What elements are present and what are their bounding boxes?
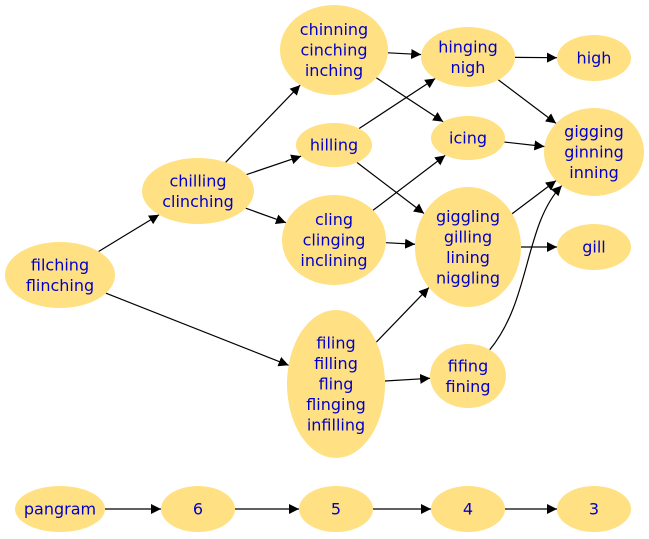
node-pangram: pangram [15, 486, 105, 532]
node-label: fining [446, 377, 491, 396]
node-hinging: hinging nigh [421, 27, 515, 87]
node-label: niggling [436, 268, 500, 287]
node-label: flinging [306, 395, 366, 414]
node-ellipse [557, 224, 631, 270]
node-filching: filching flinching [5, 242, 115, 308]
node-label: clinching [162, 192, 234, 211]
node-ellipse [557, 486, 631, 532]
node-label: cinching [300, 41, 367, 60]
node-ellipse [430, 344, 506, 408]
node-label: pangram [24, 500, 96, 519]
node-label: filching [31, 255, 89, 274]
node-label: giggling [436, 207, 500, 226]
edge-giggling-to-gigging [511, 180, 557, 215]
node-ellipse [142, 158, 254, 224]
node-n3: 3 [557, 486, 631, 532]
node-ellipse [5, 242, 115, 308]
edge-hilling-to-giggling [356, 162, 425, 214]
edge-chinning-to-hinging [387, 49, 422, 60]
node-ellipse [282, 195, 386, 285]
node-label: cling [315, 210, 353, 229]
node-label: inching [305, 61, 363, 80]
node-ellipse [15, 486, 105, 532]
node-label: infilling [307, 416, 365, 435]
node-ellipse [431, 486, 505, 532]
node-icing: icing [431, 116, 505, 160]
edge-icing-to-gigging [504, 140, 545, 151]
edge-filching-to-chilling [98, 214, 160, 253]
node-label: inning [569, 163, 618, 182]
node-label: filling [314, 354, 358, 373]
node-fifing: fifing fining [430, 344, 506, 408]
edge-chilling-to-hilling [246, 154, 302, 176]
node-n5: 5 [299, 486, 373, 532]
node-label: gilling [444, 227, 492, 246]
node-label: lining [446, 248, 490, 267]
nodes-layer: filching flinching chilling clinching chinni… [5, 5, 644, 532]
node-label: filing [316, 334, 355, 353]
edge-chilling-to-cling [245, 207, 287, 225]
node-label: flinching [26, 276, 94, 295]
node-label: 5 [331, 500, 341, 519]
node-ellipse [299, 486, 373, 532]
edge-cling-to-giggling [385, 238, 416, 249]
node-chilling: chilling clinching [142, 158, 254, 224]
node-label: chinning [300, 20, 368, 39]
node-label: gigging [564, 122, 624, 141]
node-n6: 6 [161, 486, 235, 532]
node-label: nigh [451, 58, 486, 77]
edge-hinging-to-gigging [498, 79, 557, 124]
edge-chilling-to-chinning [225, 84, 301, 163]
node-label: hilling [310, 136, 358, 155]
node-n4: 4 [431, 486, 505, 532]
node-ellipse [421, 27, 515, 87]
node-label: fifing [448, 356, 488, 375]
node-ellipse [415, 187, 521, 307]
node-ellipse [280, 5, 388, 95]
node-ellipse [161, 486, 235, 532]
node-ellipse [296, 123, 372, 167]
edges-layer [98, 49, 563, 514]
node-label: 4 [463, 500, 473, 519]
node-label: gill [582, 238, 606, 257]
node-ellipse [544, 108, 644, 196]
node-high: high [557, 35, 631, 81]
node-label: 3 [589, 500, 599, 519]
node-label: clinging [303, 231, 366, 250]
node-label: 6 [193, 500, 203, 519]
node-hilling: hilling [296, 123, 372, 167]
edge-fifing-to-gigging [489, 185, 563, 351]
node-label: high [577, 49, 612, 68]
edge-filing-to-fifing [384, 373, 431, 384]
node-label: icing [449, 129, 487, 148]
edge-filing-to-giggling [375, 287, 430, 343]
node-ellipse [431, 116, 505, 160]
node-gill: gill [557, 224, 631, 270]
node-ellipse [557, 35, 631, 81]
edge-cling-to-icing [372, 154, 446, 211]
node-label: ginning [564, 143, 624, 162]
node-label: chilling [169, 171, 226, 190]
edge-filching-to-filing [105, 292, 289, 367]
edge-hilling-to-hinging [358, 78, 436, 129]
node-label: hinging [438, 37, 498, 56]
edge-chinning-to-icing [376, 77, 444, 123]
node-label: fling [319, 375, 354, 394]
node-ellipse [287, 310, 385, 458]
node-label: inclining [300, 251, 367, 270]
